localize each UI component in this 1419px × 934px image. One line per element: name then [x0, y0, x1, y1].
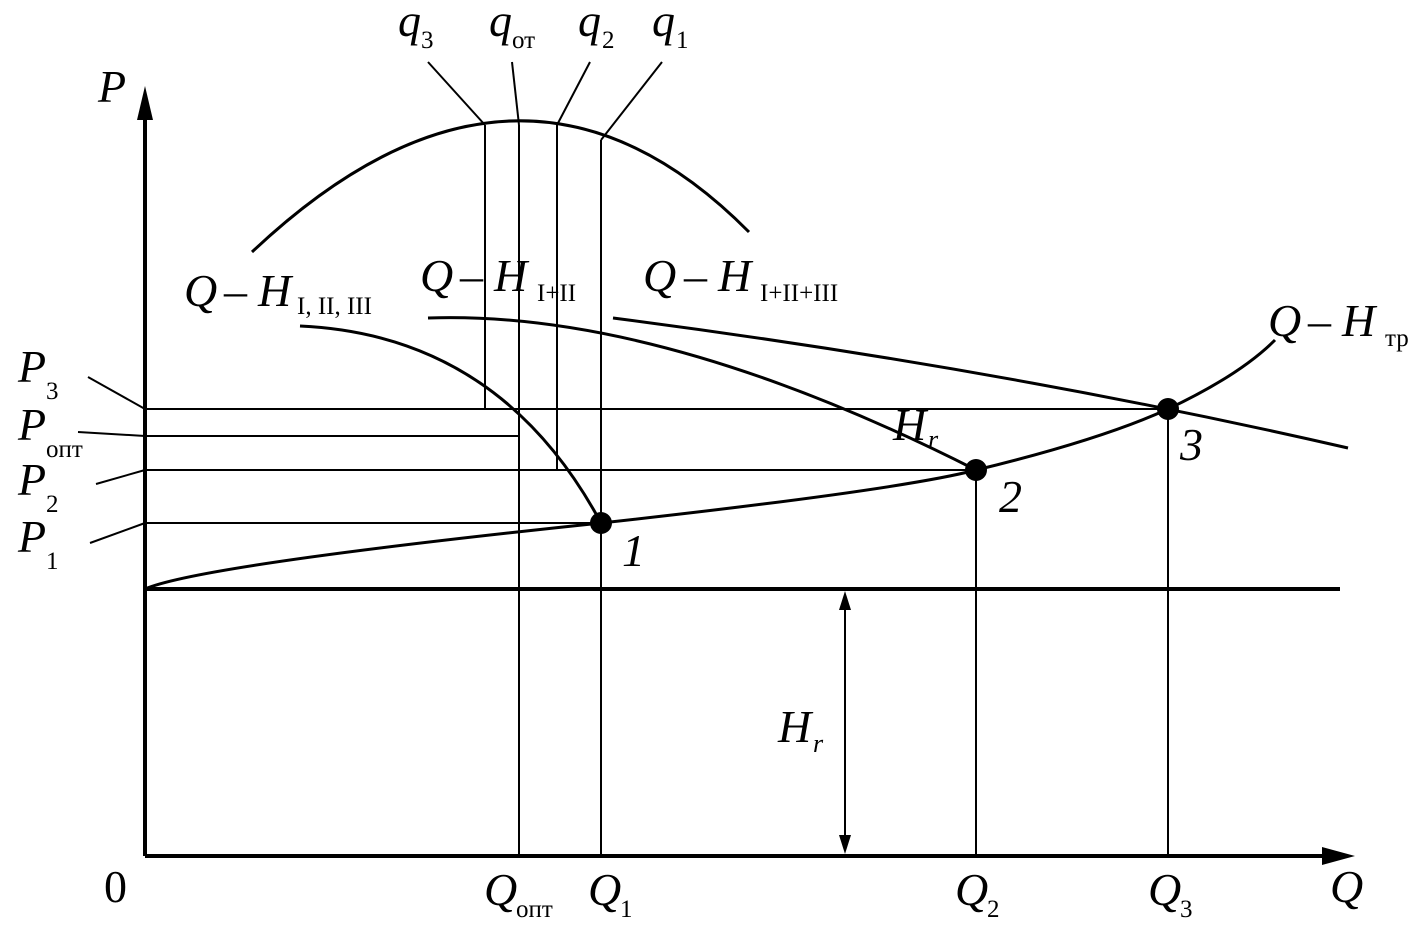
q-label-q3: q 3: [398, 0, 434, 54]
axes: [137, 86, 1355, 865]
q-vertical-lines: [484, 125, 1169, 856]
efficiency-curve: [250, 119, 751, 254]
arrow-down-icon: [839, 835, 851, 854]
svg-text:P: P: [17, 454, 46, 505]
x-axis-arrow-icon: [1322, 847, 1355, 865]
q-label-q1: q 1: [652, 0, 689, 54]
svg-text:H: H: [493, 250, 530, 301]
svg-text:Q: Q: [955, 864, 988, 915]
svg-text:1: 1: [620, 896, 633, 923]
svg-text:q: q: [652, 0, 675, 46]
curve-pipeline: [144, 338, 1277, 591]
svg-text:3: 3: [1180, 896, 1193, 923]
svg-text:P: P: [17, 341, 46, 392]
svg-text:Q: Q: [484, 864, 517, 915]
svg-text:P: P: [17, 511, 46, 562]
y-axis-label: P: [97, 61, 126, 112]
curve-label-single: Q – H I, II, III: [184, 265, 372, 320]
operating-points: [590, 398, 1179, 534]
p-label-popt: P опт: [17, 399, 83, 463]
curve-label-triple: Q – H I+II+III: [643, 250, 838, 307]
svg-text:от: от: [512, 27, 535, 54]
svg-text:H: H: [1341, 295, 1378, 346]
top-leader-lines: [427, 61, 663, 141]
point-label-1: 1: [622, 525, 645, 576]
svg-text:2: 2: [987, 896, 1000, 923]
p-label-p1: P 1: [17, 511, 59, 575]
curve-three-pumps: [612, 316, 1349, 450]
curve-label-double: Q – H I+II: [420, 250, 576, 307]
x-tick-qopt: Q опт: [484, 864, 553, 923]
operating-point-3: [1157, 398, 1179, 420]
x-axis-label: Q: [1330, 861, 1363, 912]
svg-text:q: q: [489, 0, 512, 46]
hr-label-lower: H r: [777, 701, 824, 758]
svg-text:H: H: [717, 250, 754, 301]
curve-label-pipe: Q – H тр: [1268, 295, 1409, 352]
curve-two-pumps: [427, 316, 977, 472]
svg-text:r: r: [813, 729, 824, 758]
svg-text:1: 1: [676, 27, 689, 54]
origin-label: 0: [104, 861, 127, 912]
svg-text:r: r: [928, 425, 939, 454]
svg-text:3: 3: [46, 378, 59, 405]
point-label-3: 3: [1179, 419, 1203, 470]
y-axis-arrow-icon: [137, 86, 153, 120]
svg-text:2: 2: [602, 27, 615, 54]
svg-text:H: H: [892, 399, 929, 450]
left-leader-lines: [77, 376, 146, 544]
svg-text:3: 3: [421, 27, 434, 54]
svg-text:q: q: [578, 0, 601, 46]
svg-text:Q: Q: [643, 250, 676, 301]
svg-text:–: –: [1307, 295, 1332, 346]
svg-text:–: –: [683, 250, 708, 301]
svg-text:1: 1: [46, 548, 59, 575]
operating-point-2: [965, 459, 987, 481]
svg-text:I+II: I+II: [537, 280, 576, 307]
svg-text:I+II+III: I+II+III: [760, 280, 838, 307]
svg-text:Q: Q: [420, 250, 453, 301]
x-tick-Q1: Q 1: [588, 864, 633, 923]
svg-text:Q: Q: [588, 864, 621, 915]
svg-text:Q: Q: [184, 265, 217, 316]
x-tick-Q3: Q 3: [1148, 864, 1193, 923]
svg-text:–: –: [223, 265, 248, 316]
hr-label-upper: H r: [892, 399, 939, 454]
svg-text:H: H: [257, 265, 294, 316]
hr-dimension-arrow: [839, 591, 851, 854]
p-label-p3: P 3: [17, 341, 59, 405]
svg-text:–: –: [459, 250, 484, 301]
p-label-p2: P 2: [17, 454, 59, 518]
svg-text:опт: опт: [516, 896, 553, 923]
operating-point-1: [590, 512, 612, 534]
q-label-q2: q 2: [578, 0, 615, 54]
p-level-lines: [145, 408, 1168, 524]
svg-text:q: q: [398, 0, 421, 46]
svg-text:Q: Q: [1148, 864, 1181, 915]
point-label-2: 2: [999, 471, 1022, 522]
svg-text:I, II, III: I, II, III: [297, 293, 372, 320]
curve-single-pump: [299, 324, 603, 524]
svg-text:тр: тр: [1385, 325, 1409, 352]
q-label-qot: q от: [489, 0, 535, 54]
svg-text:P: P: [17, 399, 46, 450]
arrow-up-icon: [839, 591, 851, 610]
svg-text:2: 2: [46, 491, 59, 518]
svg-text:Q: Q: [1268, 295, 1301, 346]
svg-text:опт: опт: [46, 436, 83, 463]
x-tick-Q2: Q 2: [955, 864, 1000, 923]
svg-text:H: H: [777, 701, 814, 752]
